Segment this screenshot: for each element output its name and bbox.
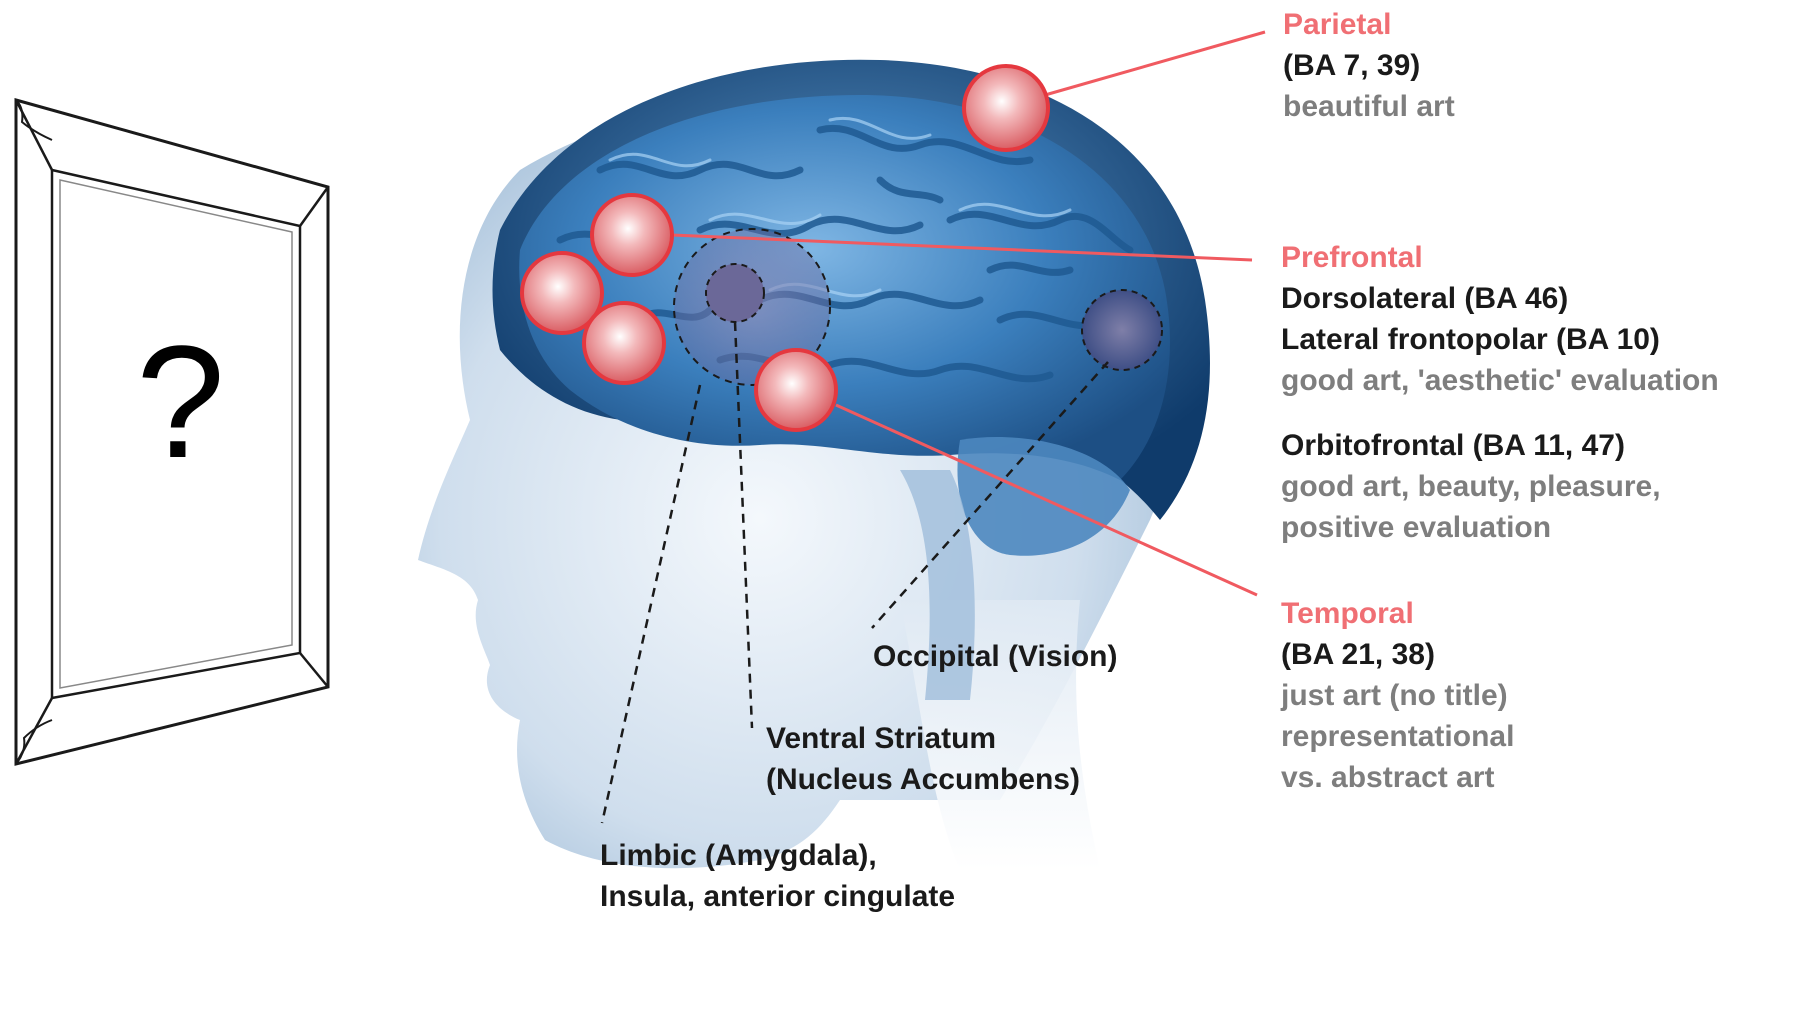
temporal-desc-3: vs. abstract art: [1281, 757, 1494, 798]
prefrontal-title: Prefrontal: [1281, 237, 1423, 278]
occipital-marker: [1082, 290, 1162, 370]
limbic-label-1: Limbic (Amygdala),: [600, 835, 877, 876]
orbitofrontal-title: Orbitofrontal (BA 11, 47): [1281, 425, 1625, 466]
temporal-marker: [756, 350, 836, 430]
ventral-striatum-marker: [706, 264, 764, 322]
parietal-marker: [964, 66, 1048, 150]
parietal-code: (BA 7, 39): [1283, 45, 1420, 86]
ventral-striatum-label-1: Ventral Striatum: [766, 718, 996, 759]
temporal-title: Temporal: [1281, 593, 1414, 634]
temporal-code: (BA 21, 38): [1281, 634, 1435, 675]
orbitofrontal-desc-1: good art, beauty, pleasure,: [1281, 466, 1661, 507]
prefrontal-marker-upper: [592, 195, 672, 275]
occipital-label: Occipital (Vision): [873, 636, 1118, 677]
question-mark: ?: [136, 322, 225, 482]
temporal-desc-1: just art (no title): [1281, 675, 1508, 716]
prefrontal-dorsolateral: Dorsolateral (BA 46): [1281, 278, 1568, 319]
ventral-striatum-label-2: (Nucleus Accumbens): [766, 759, 1080, 800]
orbitofrontal-marker: [584, 303, 664, 383]
orbitofrontal-desc-2: positive evaluation: [1281, 507, 1551, 548]
parietal-desc: beautiful art: [1283, 86, 1455, 127]
prefrontal-frontopolar: Lateral frontopolar (BA 10): [1281, 319, 1660, 360]
prefrontal-desc: good art, 'aesthetic' evaluation: [1281, 360, 1719, 401]
temporal-desc-2: representational: [1281, 716, 1514, 757]
parietal-title: Parietal: [1283, 4, 1391, 45]
limbic-label-2: Insula, anterior cingulate: [600, 876, 955, 917]
